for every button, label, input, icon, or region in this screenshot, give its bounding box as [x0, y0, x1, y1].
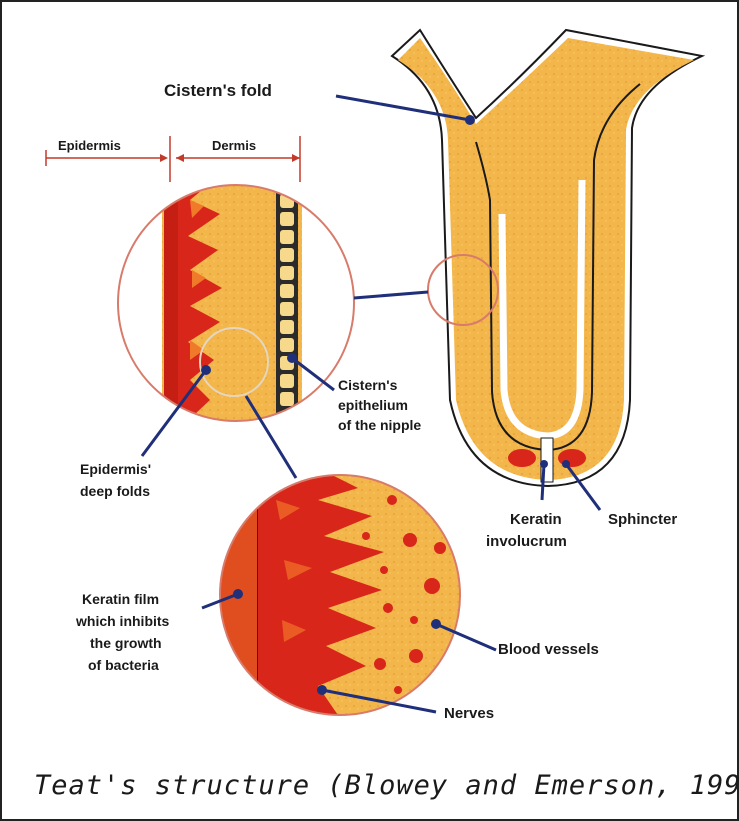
label-blood-vessels: Blood vessels: [498, 641, 599, 658]
figure-caption: Teat's structure (Blowey and Emerson, 19…: [34, 770, 739, 801]
label-epidermis: Epidermis: [58, 138, 121, 153]
svg-text:of the nipple: of the nipple: [338, 417, 421, 433]
svg-text:Keratin film: Keratin film: [82, 591, 159, 607]
svg-text:epithelium: epithelium: [338, 397, 408, 413]
label-dermis: Dermis: [212, 138, 256, 153]
label-cisterns-fold: Cistern's fold: [164, 81, 272, 100]
svg-text:which inhibits: which inhibits: [75, 613, 170, 629]
svg-text:Epidermis': Epidermis': [80, 461, 151, 477]
label-keratin-involucrum: Keratin involucrum: [486, 511, 567, 550]
teat-wall: [398, 38, 694, 480]
sphincter-left: [508, 449, 536, 467]
label-nerves: Nerves: [444, 705, 494, 722]
svg-text:of bacteria: of bacteria: [88, 657, 159, 673]
svg-text:involucrum: involucrum: [486, 533, 567, 550]
label-keratin-film: Keratin film which inhibits the growth o…: [75, 591, 170, 673]
label-cisterns-epithelium: Cistern's epithelium of the nipple: [338, 377, 421, 433]
svg-text:the growth: the growth: [90, 635, 162, 651]
svg-text:Cistern's: Cistern's: [338, 377, 398, 393]
label-epidermis-deep-folds: Epidermis' deep folds: [80, 461, 151, 499]
label-sphincter: Sphincter: [608, 511, 677, 528]
magnify-connector: [354, 292, 428, 298]
svg-text:Keratin: Keratin: [510, 511, 562, 528]
svg-text:deep folds: deep folds: [80, 483, 150, 499]
teat-cross-section: [392, 30, 702, 486]
folds-magnified-view: [218, 474, 462, 718]
cistern-epithelium-cells: [276, 170, 298, 430]
